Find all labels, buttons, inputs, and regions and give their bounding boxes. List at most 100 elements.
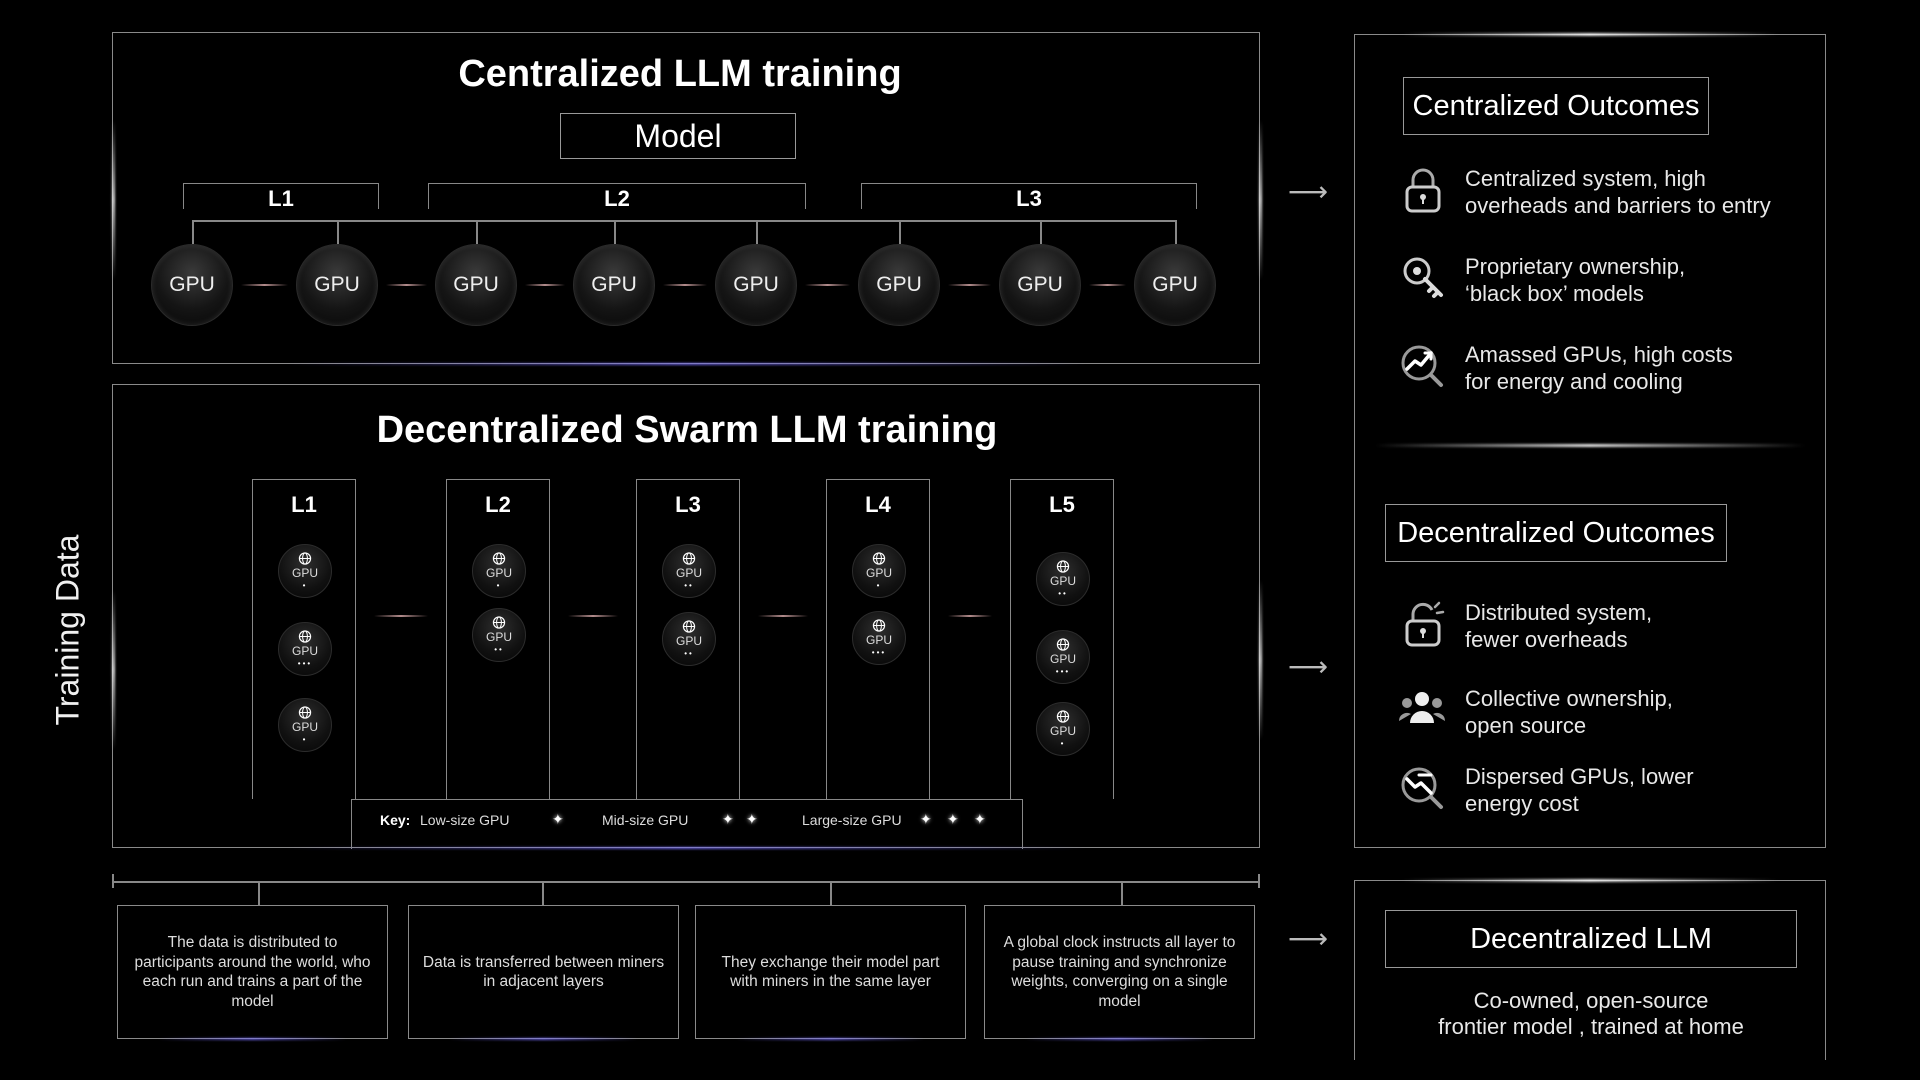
gpu-node: GPU bbox=[999, 244, 1081, 326]
gpu-connector bbox=[614, 220, 616, 244]
key-large-star-icon: ✦ bbox=[947, 811, 959, 827]
swarm-layer-link bbox=[948, 615, 992, 617]
centralized-outcome-3: Amassed GPUs, high costs for energy and … bbox=[1465, 342, 1733, 394]
swarm-layer-label: L4 bbox=[865, 492, 891, 517]
outcomes-divider bbox=[1375, 444, 1805, 447]
swarm-gpu-node: GPU• bbox=[852, 544, 906, 598]
central-layer-l2: L2 bbox=[428, 183, 806, 211]
decentralized-outcome-3: Dispersed GPUs, lower energy cost bbox=[1465, 764, 1694, 816]
key-mid: Mid-size GPU bbox=[602, 812, 689, 828]
gpu-connector bbox=[337, 220, 339, 244]
central-layer-l3: L3 bbox=[861, 183, 1197, 211]
step-3-box: They exchange their model part with mine… bbox=[695, 905, 966, 1039]
gpu-connector bbox=[476, 220, 478, 244]
swarm-layer-link bbox=[374, 615, 428, 617]
swarm-gpu-node: GPU• bbox=[472, 544, 526, 598]
gpu-link bbox=[1089, 284, 1126, 286]
key-mid-star-icon: ✦ bbox=[746, 811, 758, 827]
key-label: Key: bbox=[380, 812, 411, 828]
gpu-connector bbox=[899, 220, 901, 244]
decentralized-llm-title-box: Decentralized LLM bbox=[1385, 910, 1797, 968]
gpu-node: GPU bbox=[435, 244, 517, 326]
swarm-layer-link bbox=[568, 615, 618, 617]
key-icon bbox=[1401, 255, 1445, 299]
outcomes-panel: Centralized Outcomes Centralized system,… bbox=[1354, 34, 1826, 848]
gpu-key: Key: Low-size GPU ✦ Mid-size GPU ✦ ✦ Lar… bbox=[351, 799, 1023, 849]
people-icon bbox=[1398, 687, 1446, 731]
centralized-outcomes-title-box: Centralized Outcomes bbox=[1403, 77, 1709, 135]
model-label: Model bbox=[634, 117, 722, 154]
swarm-gpu-node: GPU••• bbox=[1036, 630, 1090, 684]
gpu-link bbox=[663, 284, 707, 286]
gpu-connector bbox=[756, 220, 758, 244]
decentralized-llm-title: Decentralized LLM bbox=[1470, 922, 1712, 955]
centralized-title: Centralized LLM training bbox=[458, 53, 902, 95]
gpu-link bbox=[948, 284, 991, 286]
lock-icon bbox=[1401, 167, 1445, 213]
centralized-outcome-2: Proprietary ownership, ‘black box’ model… bbox=[1465, 254, 1686, 306]
gpu-connector bbox=[1175, 220, 1177, 244]
swarm-gpu-node: GPU••• bbox=[278, 622, 332, 676]
step-2-box: Data is transferred between miners in ad… bbox=[408, 905, 679, 1039]
gpu-node: GPU bbox=[1134, 244, 1216, 326]
swarm-gpu-node: GPU• bbox=[278, 544, 332, 598]
central-bus-line bbox=[193, 220, 1175, 222]
key-low-star-icon: ✦ bbox=[552, 811, 564, 827]
step-3-text: They exchange their model part with mine… bbox=[721, 953, 940, 991]
decentralized-llm-desc: Co-owned, open-source frontier model , t… bbox=[1438, 988, 1744, 1039]
gpu-link bbox=[525, 284, 565, 286]
step-4-box: A global clock instructs all layer to pa… bbox=[984, 905, 1255, 1039]
gpu-link bbox=[241, 284, 288, 286]
decentralized-title: Decentralized Swarm LLM training bbox=[376, 409, 998, 451]
gpu-link bbox=[386, 284, 427, 286]
centralized-outcomes-title: Centralized Outcomes bbox=[1412, 89, 1700, 122]
swarm-layer-label: L3 bbox=[675, 492, 701, 517]
trend-up-icon bbox=[1399, 343, 1443, 387]
swarm-gpu-node: GPU•• bbox=[1036, 552, 1090, 606]
arrow-right-icon: ⟶ bbox=[1288, 651, 1329, 682]
key-low: Low-size GPU bbox=[420, 812, 510, 828]
key-mid-star-icon: ✦ bbox=[722, 811, 734, 827]
decentralized-outcomes-title-box: Decentralized Outcomes bbox=[1385, 504, 1727, 562]
swarm-gpu-node: GPU•• bbox=[472, 608, 526, 662]
step-2-text: Data is transferred between miners in ad… bbox=[422, 953, 665, 991]
gpu-node: GPU bbox=[858, 244, 940, 326]
swarm-layer-label: L1 bbox=[291, 492, 317, 517]
key-large: Large-size GPU bbox=[802, 812, 902, 828]
unlock-icon bbox=[1401, 601, 1445, 647]
swarm-gpu-node: GPU• bbox=[1036, 702, 1090, 756]
decentralized-llm-panel: Decentralized LLM Co-owned, open-source … bbox=[1354, 880, 1826, 1060]
gpu-node: GPU bbox=[715, 244, 797, 326]
step-4-text: A global clock instructs all layer to pa… bbox=[1003, 934, 1236, 1010]
gpu-connector bbox=[192, 220, 194, 244]
swarm-layer-label: L2 bbox=[485, 492, 511, 517]
swarm-gpu-node: GPU••• bbox=[852, 611, 906, 665]
arrow-right-icon: ⟶ bbox=[1288, 176, 1329, 207]
key-large-star-icon: ✦ bbox=[920, 811, 932, 827]
decentralized-outcome-1: Distributed system, fewer overheads bbox=[1465, 600, 1653, 652]
key-large-star-icon: ✦ bbox=[974, 811, 986, 827]
gpu-node: GPU bbox=[296, 244, 378, 326]
timeline-line bbox=[112, 881, 1260, 883]
decentralized-outcome-2: Collective ownership, open source bbox=[1465, 686, 1673, 738]
swarm-gpu-node: GPU• bbox=[278, 698, 332, 752]
gpu-connector bbox=[1040, 220, 1042, 244]
step-1-box: The data is distributed to participants … bbox=[117, 905, 388, 1039]
swarm-layer-label: L5 bbox=[1049, 492, 1075, 517]
gpu-node: GPU bbox=[151, 244, 233, 326]
decentralized-outcomes-title: Decentralized Outcomes bbox=[1397, 516, 1715, 549]
swarm-layer-link bbox=[758, 615, 808, 617]
swarm-gpu-node: GPU•• bbox=[662, 612, 716, 666]
trend-down-icon bbox=[1399, 765, 1443, 809]
gpu-node: GPU bbox=[573, 244, 655, 326]
central-layer-l1: L1 bbox=[183, 183, 379, 211]
model-box: Model bbox=[560, 113, 796, 159]
step-1-text: The data is distributed to participants … bbox=[134, 934, 371, 1010]
arrow-right-icon: ⟶ bbox=[1288, 923, 1329, 954]
